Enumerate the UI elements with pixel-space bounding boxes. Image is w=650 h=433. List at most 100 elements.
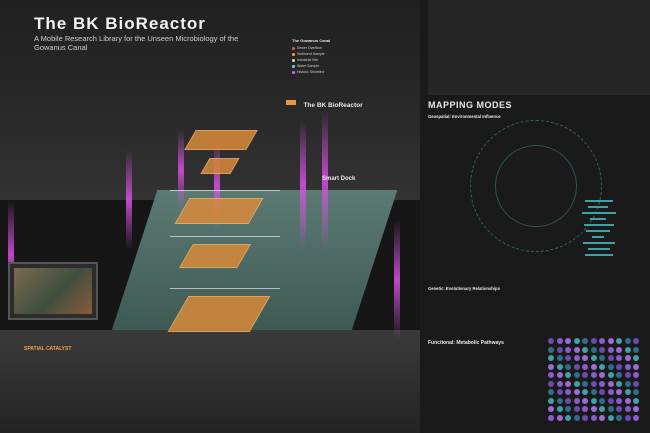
section-line	[170, 190, 280, 191]
legend-item: Historic Shoreline	[292, 70, 324, 74]
matrix-dot	[616, 346, 622, 353]
matrix-dot	[590, 397, 597, 404]
matrix-dot	[573, 363, 580, 370]
matrix-dot	[599, 380, 605, 387]
matrix-dot	[565, 338, 571, 344]
matrix-dot	[556, 355, 563, 361]
matrix-dot	[556, 346, 563, 353]
matrix-dot	[582, 414, 588, 421]
matrix-dot	[582, 363, 588, 370]
matrix-dot	[565, 363, 571, 370]
matrix-dot	[565, 355, 571, 361]
matrix-dot	[607, 363, 614, 370]
legend-dot-icon	[292, 46, 295, 50]
matrix-dot	[565, 397, 571, 404]
matrix-dot	[548, 414, 554, 421]
light-beam	[8, 200, 14, 310]
matrix-dot	[590, 372, 597, 378]
matrix-dot	[590, 363, 597, 370]
reactor-tag: The BK BioReactor	[286, 94, 363, 112]
matrix-dot	[633, 380, 639, 387]
legend-label: Sewer Overflow	[297, 46, 322, 50]
bar	[590, 218, 606, 220]
matrix-dot	[616, 397, 622, 404]
matrix-dot	[582, 389, 588, 395]
matrix-dot	[573, 380, 580, 387]
matrix-dot	[616, 355, 622, 361]
poster-subtitle: A Mobile Research Library for the Unseen…	[34, 34, 239, 52]
matrix-dot	[624, 414, 631, 421]
matrix-dot	[607, 414, 614, 421]
light-beam	[300, 120, 306, 250]
matrix-dot	[582, 406, 588, 412]
matrix-dot	[616, 338, 622, 344]
matrix-dot	[624, 338, 631, 344]
functional-heading: Functional: Metabolic Pathways	[428, 340, 504, 346]
aerial-map	[428, 0, 650, 95]
matrix-dot	[599, 389, 605, 395]
matrix-dot	[590, 414, 597, 421]
matrix-dot	[599, 338, 605, 344]
bar	[588, 206, 608, 208]
radial-diagram	[470, 120, 602, 252]
matrix-dot	[590, 380, 597, 387]
spatial-catalyst-heading: SPATIAL CATALYST	[24, 346, 72, 352]
screen-image	[14, 268, 92, 314]
radial-diagram-inner	[495, 145, 577, 227]
matrix-dot	[590, 346, 597, 353]
legend-item: Sewer Overflow	[292, 46, 322, 50]
matrix-dot	[582, 380, 588, 387]
matrix-dot	[573, 355, 580, 361]
bar	[582, 212, 616, 214]
matrix-dot	[624, 363, 631, 370]
matrix-dot	[548, 389, 554, 395]
matrix-dot	[633, 338, 639, 344]
matrix-dot	[633, 406, 639, 412]
matrix-dot	[573, 397, 580, 404]
matrix-dot	[624, 380, 631, 387]
matrix-dot	[565, 346, 571, 353]
matrix-dot	[599, 406, 605, 412]
matrix-dot	[590, 338, 597, 344]
bar	[585, 254, 613, 256]
legend-label: Water Sample	[297, 64, 320, 68]
bar	[584, 224, 614, 226]
matrix-dot	[582, 338, 588, 344]
matrix-dot	[548, 363, 554, 370]
section-line	[170, 236, 280, 237]
legend-label: Sediment Sample	[297, 52, 325, 56]
matrix-dot	[582, 397, 588, 404]
matrix-dot	[573, 406, 580, 412]
matrix-dot	[616, 380, 622, 387]
smart-dock-heading: Smart Dock	[322, 176, 356, 182]
bar	[583, 242, 615, 244]
matrix-dot	[565, 414, 571, 421]
metabolic-matrix	[548, 338, 643, 426]
matrix-dot	[573, 389, 580, 395]
bar	[592, 236, 604, 238]
matrix-dot	[616, 363, 622, 370]
matrix-dot	[633, 363, 639, 370]
matrix-dot	[590, 406, 597, 412]
legend-dot-icon	[292, 52, 295, 56]
bar	[588, 248, 610, 250]
section-line	[170, 288, 280, 289]
bar	[585, 200, 613, 202]
matrix-dot	[616, 372, 622, 378]
matrix-dot	[556, 406, 563, 412]
matrix-dot	[607, 389, 614, 395]
matrix-dot	[548, 338, 554, 344]
matrix-dot	[573, 338, 580, 344]
legend-label: Historic Shoreline	[297, 70, 325, 74]
matrix-dot	[607, 338, 614, 344]
matrix-dot	[633, 414, 639, 421]
matrix-dot	[607, 380, 614, 387]
matrix-dot	[582, 346, 588, 353]
matrix-dot	[633, 346, 639, 353]
legend-item: Industrial Site	[292, 58, 318, 62]
matrix-dot	[616, 406, 622, 412]
legend-label: Industrial Site	[297, 58, 319, 62]
matrix-dot	[582, 355, 588, 361]
legend-title: The Gowanus Canal	[292, 38, 331, 43]
matrix-dot	[548, 372, 554, 378]
